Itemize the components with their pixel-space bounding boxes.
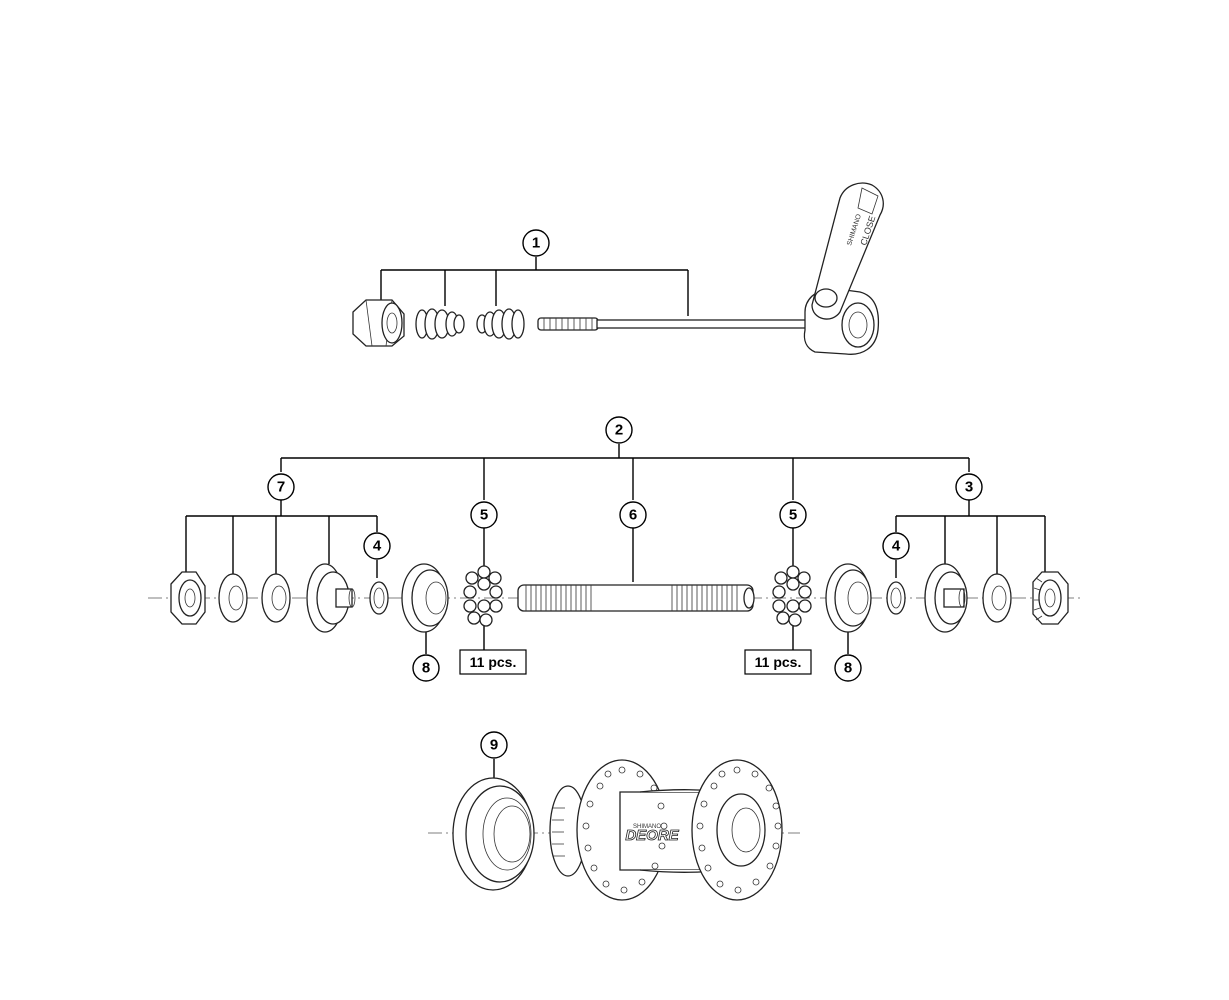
svg-text:5: 5	[480, 507, 488, 524]
cone-right	[924, 563, 968, 633]
ball-bearings-right	[772, 565, 812, 627]
washer-right	[982, 573, 1012, 623]
svg-text:8: 8	[844, 660, 852, 677]
ring-right	[886, 581, 906, 615]
callout-8-right: 8	[834, 654, 862, 682]
seal-left	[401, 563, 449, 633]
skewer-rod	[537, 317, 808, 331]
svg-text:4: 4	[892, 538, 901, 555]
leader-line-7	[185, 500, 378, 574]
svg-text:5: 5	[789, 507, 797, 524]
svg-text:8: 8	[422, 660, 430, 677]
spoke-holes-left	[582, 766, 668, 894]
svg-text:4: 4	[373, 538, 382, 555]
svg-text:7: 7	[277, 479, 285, 496]
adjusting-nut	[352, 299, 405, 347]
svg-text:11 pcs.: 11 pcs.	[755, 654, 802, 670]
callout-9: 9	[480, 731, 508, 759]
spring-right	[476, 308, 525, 340]
callout-7: 7	[267, 473, 295, 501]
callout-5-left: 5	[470, 501, 498, 529]
hub-axle-assembly: 2 7 3 5 6 5 4 4 8 8 11 pcs. 11 pcs.	[148, 416, 1080, 682]
callout-6: 6	[619, 501, 647, 529]
callout-8-left: 8	[412, 654, 440, 682]
quantity-label-left: 11 pcs.	[459, 649, 527, 675]
hub-shell	[549, 759, 783, 901]
svg-text:6: 6	[629, 507, 637, 524]
spoke-holes-right	[696, 766, 782, 894]
callout-2: 2	[605, 416, 633, 444]
cone-left	[306, 563, 356, 633]
seal-right	[825, 563, 872, 633]
leader-line-1	[380, 257, 689, 316]
locknut-left	[170, 571, 206, 625]
svg-text:3: 3	[965, 479, 973, 496]
svg-text:1: 1	[532, 235, 540, 252]
callout-1: 1	[522, 229, 550, 257]
qr-lever	[803, 182, 884, 355]
svg-text:9: 9	[490, 737, 498, 754]
callout-5-right: 5	[779, 501, 807, 529]
rotor-lockring-cap	[452, 777, 535, 891]
quantity-label-right: 11 pcs.	[744, 649, 812, 675]
svg-text:11 pcs.: 11 pcs.	[470, 654, 517, 670]
quick-release-assembly: SHIMANO CLOSE 1	[352, 182, 884, 355]
hub-axle	[517, 584, 755, 612]
locknut-right	[1032, 571, 1069, 625]
callout-4-left: 4	[363, 532, 391, 560]
svg-text:2: 2	[615, 422, 623, 439]
leader-line-3	[895, 500, 1046, 574]
washer-left-2	[261, 573, 291, 623]
callout-3: 3	[955, 473, 983, 501]
ring-left	[369, 581, 389, 615]
spring-left	[415, 308, 465, 340]
leader-line-2	[280, 444, 970, 500]
callout-4-right: 4	[882, 532, 910, 560]
hub-logo-brand: SHIMANO	[633, 824, 661, 830]
washer-left-1	[218, 573, 248, 623]
hub-logo-model: DEORE	[625, 827, 679, 844]
hub-logo: SHIMANO DEORE	[625, 824, 680, 844]
hub-body-assembly: SHIMANO DEORE 9	[428, 731, 800, 901]
ball-bearings-left	[463, 565, 503, 627]
